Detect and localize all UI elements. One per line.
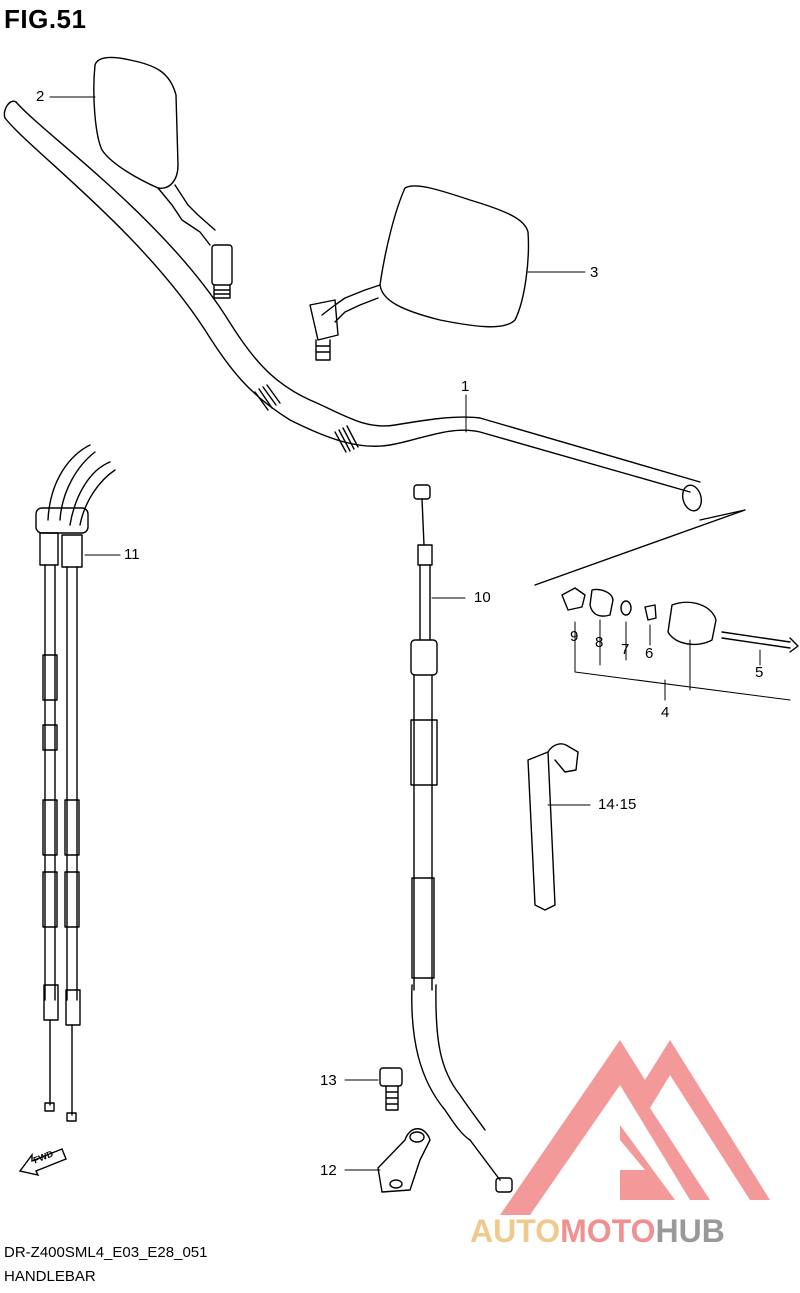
- model-code: DR-Z400SML4_E03_E28_051: [4, 1244, 208, 1261]
- callout-10: 10: [474, 589, 491, 606]
- callout-5: 5: [755, 664, 764, 681]
- callout-13: 13: [320, 1072, 337, 1089]
- watermark-moto: MOTO: [560, 1213, 656, 1249]
- right-mirror-part-3: [309, 185, 530, 361]
- figure-title: FIG.51: [4, 4, 87, 34]
- callout-4: 4: [661, 704, 670, 721]
- bolt-part-13: [379, 1067, 403, 1111]
- callout-2: 2: [36, 88, 45, 105]
- callout-3: 3: [590, 264, 599, 281]
- callout-11: 11: [124, 546, 140, 563]
- balancer-assembly-part-4: [534, 509, 799, 653]
- callout-1: 1: [461, 378, 470, 395]
- clamp-part-12: [377, 1128, 431, 1193]
- fwd-arrow-icon: [18, 1148, 67, 1177]
- callout-7: 7: [621, 641, 630, 658]
- callout-12: 12: [320, 1162, 337, 1179]
- knurl-band: [254, 384, 359, 453]
- callout-9: 9: [570, 628, 579, 645]
- watermark-auto: AUTO: [470, 1213, 561, 1249]
- leader-lines: [49, 96, 791, 1171]
- throttle-cables-part-11: [35, 444, 116, 1122]
- callout-6: 6: [645, 645, 654, 662]
- section-title: HANDLEBAR: [4, 1268, 96, 1285]
- wire-tie-part-14-15: [527, 743, 579, 911]
- handlebar-part-1: [3, 100, 703, 512]
- callout-8: 8: [595, 634, 604, 651]
- clutch-cable-part-10: [410, 484, 513, 1193]
- watermark-hub: HUB: [655, 1213, 725, 1249]
- left-mirror-part-2: [93, 56, 233, 299]
- automotohub-logo-icon: [500, 1040, 770, 1215]
- watermark-text: AUTOMOTOHUB: [470, 1213, 725, 1250]
- callout-14-15: 14·15: [598, 796, 637, 813]
